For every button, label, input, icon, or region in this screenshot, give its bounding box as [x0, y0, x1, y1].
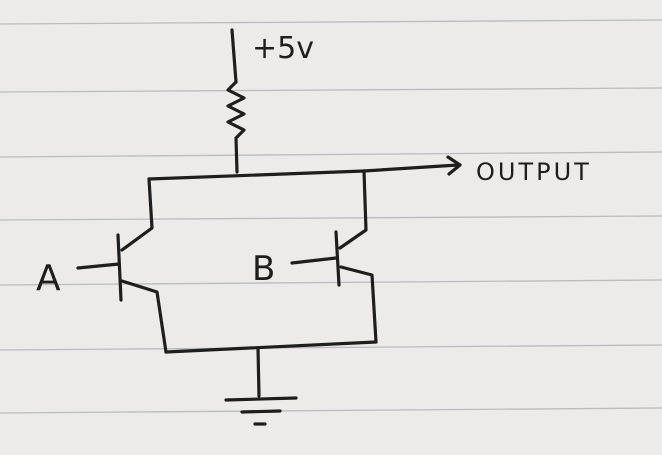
input-b-label: B — [252, 249, 275, 289]
output-wire — [362, 163, 460, 173]
collector-bus-wire — [147, 169, 366, 181]
transistor-a — [76, 177, 168, 354]
emitter-bus-wire — [164, 340, 378, 354]
paper-rules — [0, 19, 662, 414]
input-a-label: A — [36, 258, 61, 299]
ground-symbol-icon — [224, 346, 298, 426]
output-arrow-icon — [446, 155, 462, 176]
transistor-b — [290, 169, 378, 344]
output-label: OUTPUT — [476, 158, 592, 186]
resistor — [226, 80, 246, 174]
supply-label: +5v — [252, 31, 314, 66]
supply-wire — [230, 28, 238, 84]
